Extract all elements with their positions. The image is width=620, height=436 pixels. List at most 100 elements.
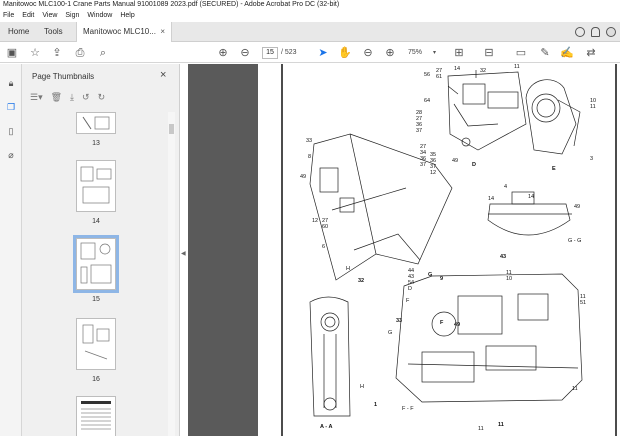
panel-title: Page Thumbnails: [32, 72, 95, 81]
panel-close-icon[interactable]: ×: [160, 69, 167, 81]
attachment-icon[interactable]: ⌀: [8, 150, 14, 160]
view-a-drawing: [395, 273, 583, 403]
callout: 11: [590, 104, 596, 110]
callout: 14: [528, 194, 534, 200]
hand-tool-icon[interactable]: ✋: [338, 47, 352, 59]
callout: D: [408, 286, 412, 292]
comment-icon[interactable]: ▭: [515, 47, 527, 59]
collapse-panel-arrow-icon[interactable]: ◀: [181, 251, 186, 257]
callout: 34: [420, 150, 426, 156]
view-label: 43: [500, 254, 506, 260]
menu-edit[interactable]: Edit: [22, 12, 35, 19]
thumbnail-label: 15: [92, 296, 100, 303]
callout: 35: [430, 152, 436, 158]
zoom-search-icon[interactable]: ⌕: [99, 47, 107, 59]
zoom-out-icon[interactable]: ⊖: [363, 47, 373, 59]
callout: 12: [312, 218, 318, 224]
thumbnails-panel: Page Thumbnails × ☰▾ 🗑︎ ⤓ ↺ ↻ 13 14 15 1…: [22, 64, 180, 436]
callout: 49: [300, 174, 306, 180]
menu-window[interactable]: Window: [87, 12, 113, 19]
tabbar-actions: [575, 22, 620, 41]
bookmark-icon[interactable]: ▯: [8, 126, 14, 136]
help-icon[interactable]: [575, 26, 585, 37]
callout: 6: [322, 244, 325, 250]
delete-page-icon[interactable]: 🗑︎: [50, 91, 63, 102]
thumbnail-page-13[interactable]: [76, 112, 116, 134]
callout: 1: [374, 402, 377, 408]
tab-document[interactable]: Manitowoc MLC10... ×: [76, 22, 172, 42]
upload-icon[interactable]: ⇪: [52, 47, 62, 59]
view-g-drawing: [487, 191, 572, 236]
callout: 64: [424, 98, 430, 104]
document-viewer[interactable]: 56 27 61 14 32 11 64 28 27 36 37 27 34 3…: [188, 64, 620, 436]
print-icon[interactable]: ⎙: [75, 47, 85, 59]
callout: 14: [454, 66, 460, 72]
callout: 37: [430, 164, 436, 170]
callout: 27: [436, 68, 442, 74]
callout: 32: [480, 68, 486, 74]
callout: F: [440, 320, 444, 326]
next-page-icon[interactable]: ⊖: [240, 47, 250, 59]
menu-sign[interactable]: Sign: [65, 12, 80, 19]
fit-page-icon[interactable]: ⊞: [454, 47, 464, 59]
callout: 49: [454, 322, 460, 328]
thumbnail-label: 13: [92, 140, 100, 147]
highlight-pen-icon[interactable]: ✎: [540, 47, 550, 59]
thumbnail-page-14[interactable]: [76, 160, 116, 212]
left-nav-rail: 🔒︎ ❐ ▯ ⌀: [0, 64, 22, 436]
callout: 11: [514, 64, 520, 70]
view-f-drawing: [309, 296, 351, 417]
select-cursor-icon[interactable]: ➤: [318, 47, 328, 59]
parts-drawing: 56 27 61 14 32 11 64 28 27 36 37 27 34 3…: [281, 64, 617, 436]
thumbnail-page-17[interactable]: [76, 396, 116, 436]
page-number-input[interactable]: 15: [262, 47, 278, 59]
scroll-mode-icon[interactable]: ⊟: [484, 47, 494, 59]
tab-close-icon[interactable]: ×: [160, 27, 165, 36]
account-icon[interactable]: [606, 26, 616, 37]
callout: 11: [572, 386, 578, 392]
notification-bell-icon[interactable]: [591, 26, 600, 37]
callout: 8: [308, 154, 311, 160]
callout: 60: [322, 224, 328, 230]
previous-page-icon[interactable]: ⊕: [218, 47, 228, 59]
callout: 3: [590, 156, 593, 162]
thumbnail-options-icon[interactable]: ☰▾: [30, 91, 43, 102]
page-total: / 523: [281, 49, 297, 56]
thumbnail-page-15-selected[interactable]: [73, 235, 119, 293]
callout: F - F: [402, 406, 414, 412]
callout: 10: [506, 276, 512, 282]
thumbnail-page-16[interactable]: [76, 318, 116, 370]
menu-view[interactable]: View: [42, 12, 58, 19]
rotate-left-icon[interactable]: ↺: [82, 91, 90, 102]
page-thumbnails-icon[interactable]: ❐: [6, 102, 16, 112]
scrollbar-thumb[interactable]: [169, 124, 174, 134]
callout: 43: [408, 274, 414, 280]
callout: 27: [322, 218, 328, 224]
thumbnail-16-drawing: [82, 324, 110, 360]
menu-file[interactable]: File: [3, 12, 15, 19]
tab-home[interactable]: Home: [8, 27, 30, 36]
thumbnail-14-drawing: [80, 166, 112, 204]
lock-icon[interactable]: 🔒︎: [8, 78, 14, 88]
menu-help[interactable]: Help: [120, 12, 135, 19]
extract-page-icon[interactable]: ⤓: [70, 91, 75, 102]
save-icon[interactable]: ▣: [6, 47, 18, 59]
thumbnail-scrollbar[interactable]: [168, 112, 175, 436]
callout: 28: [416, 110, 422, 116]
callout: 11: [580, 294, 586, 300]
bookmark-star-icon[interactable]: ☆: [30, 47, 40, 59]
rotate-right-icon[interactable]: ↻: [97, 91, 106, 102]
thumbnail-label: 16: [92, 376, 100, 383]
callout: 10: [590, 98, 596, 104]
tab-bar: Home Tools Manitowoc MLC10... ×: [0, 22, 620, 42]
panel-tools: ☰▾ 🗑︎ ⤓ ↺ ↻: [30, 90, 105, 104]
share-icon[interactable]: ⇄: [586, 47, 596, 59]
zoom-level-select[interactable]: 75%: [408, 49, 423, 56]
sign-icon[interactable]: ✍: [560, 47, 574, 59]
tab-tools[interactable]: Tools: [44, 27, 63, 36]
zoom-in-icon[interactable]: ⊕: [385, 47, 395, 59]
zoom-dropdown-chevron-icon[interactable]: ▾: [433, 50, 437, 56]
callout: 32: [358, 278, 364, 284]
callout: G - G: [568, 238, 581, 244]
window-title: Manitowoc MLC100-1 Crane Parts Manual 91…: [0, 0, 620, 10]
